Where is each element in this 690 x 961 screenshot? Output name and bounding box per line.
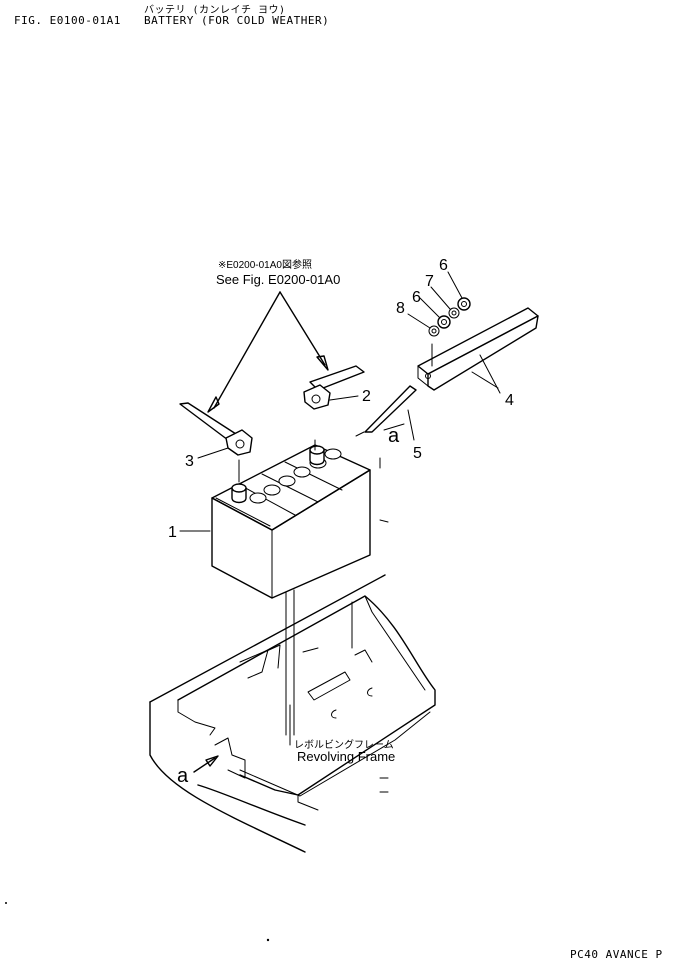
frame-label-en: Revolving Frame: [297, 749, 395, 764]
terminal-clamp-3: [179, 402, 253, 456]
hold-down-bracket: [417, 307, 539, 394]
callout-6-middle: 6: [412, 289, 421, 306]
speck: [266, 938, 270, 942]
reference-arrows: [207, 291, 329, 413]
title-japanese: バッテリ (カンレイチ ヨウ): [144, 5, 286, 16]
callout-6-top: 6: [439, 257, 448, 274]
figure-number: FIG. E0100-01A1: [14, 14, 121, 27]
footer-model: PC40 AVANCE P: [570, 948, 663, 961]
nuts-and-washers: [407, 271, 471, 337]
callout-2: 2: [362, 388, 371, 405]
j-bolt: [355, 385, 417, 441]
alignment-lines: [285, 457, 389, 736]
callout-8: 8: [396, 300, 405, 317]
battery: [211, 439, 371, 599]
reference-note-ja: ※E0200-01A0図参照: [218, 258, 312, 271]
reference-a-top: a: [388, 425, 400, 447]
callout-4: 4: [505, 392, 514, 409]
leader-lines: [179, 371, 499, 826]
callout-1: 1: [168, 524, 177, 541]
reference-a-bottom: a: [177, 765, 189, 787]
speck: [5, 902, 7, 904]
callout-3: 3: [185, 453, 194, 470]
frame-label-ja: レボルビングフレーム: [294, 738, 394, 751]
terminal-clamp-2: [303, 365, 365, 410]
callout-5: 5: [413, 445, 422, 462]
callout-7: 7: [425, 273, 434, 290]
title-english: BATTERY (FOR COLD WEATHER): [144, 14, 330, 27]
reference-note-en: See Fig. E0200-01A0: [216, 272, 340, 287]
revolving-frame: [149, 574, 436, 853]
